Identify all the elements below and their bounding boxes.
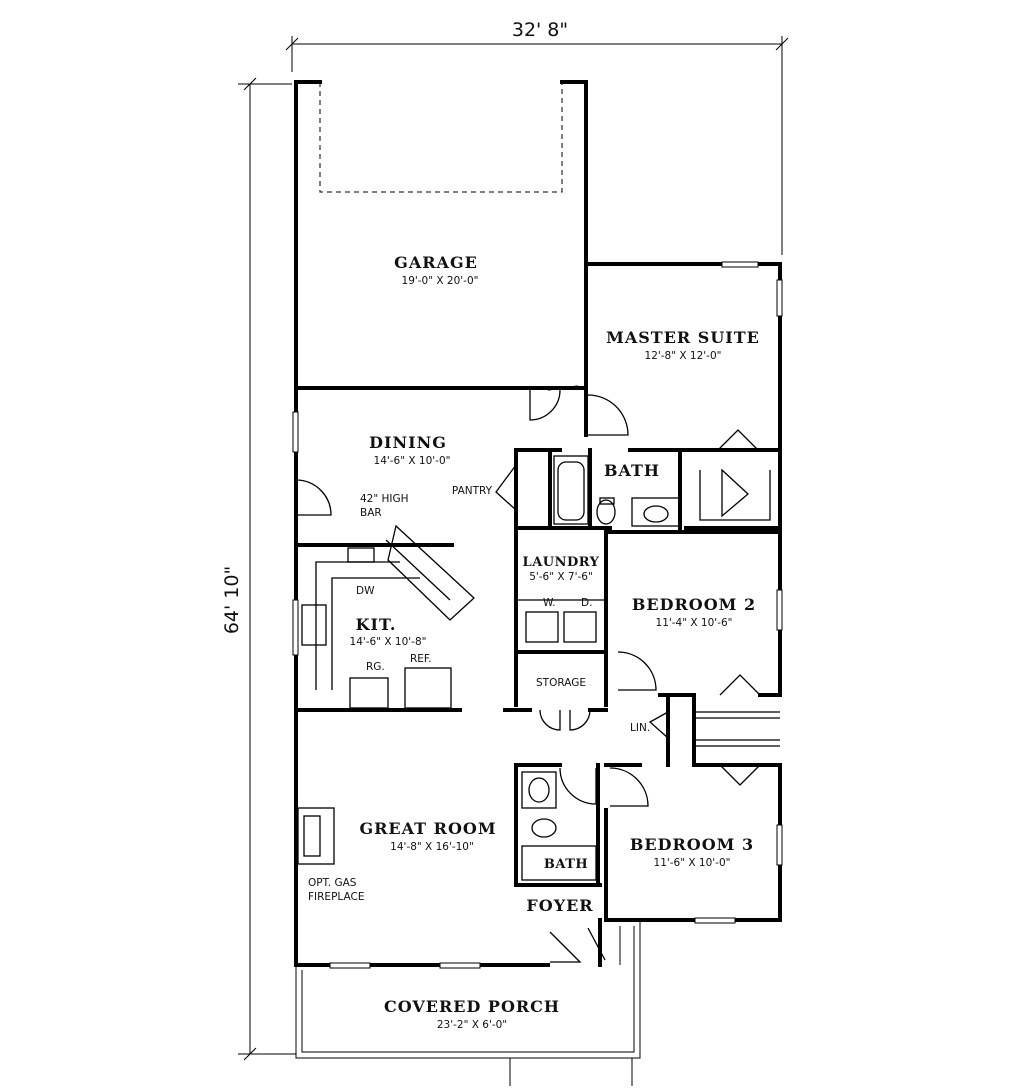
great-room-size: 14'-8" X 16'-10" <box>390 841 474 853</box>
dryer-icon <box>563 611 597 643</box>
bath2-fixtures <box>521 771 597 881</box>
washer-label: W. <box>543 597 556 609</box>
range-label: RG. <box>366 661 385 673</box>
dining-label: DINING <box>369 433 447 452</box>
width-dimension-line <box>285 36 789 255</box>
bar-label-line1: 42" HIGH <box>360 493 409 505</box>
toilet-icon <box>596 499 616 525</box>
pantry-label: PANTRY <box>452 485 493 497</box>
kitchen-label: KIT. <box>356 615 397 634</box>
fireplace-icon <box>297 807 335 865</box>
dining-size: 14'-6" X 10'-0" <box>374 455 451 467</box>
overall-depth-label: 64' 10" <box>221 566 243 634</box>
closet-shelves <box>694 711 780 747</box>
kitchen-size: 14'-6" X 10'-8" <box>350 636 427 648</box>
laundry-label: LAUNDRY <box>523 555 600 570</box>
kitchen-sink-icon <box>301 604 327 646</box>
fireplace-label-line1: OPT. GAS <box>308 877 357 889</box>
garage-door <box>319 82 563 193</box>
garage-label: GARAGE <box>394 253 478 272</box>
linen-label: LIN. <box>630 722 650 734</box>
great-room-label: GREAT ROOM <box>359 819 496 838</box>
refrigerator-icon <box>404 667 452 709</box>
fireplace-label-line2: FIREPLACE <box>308 891 364 903</box>
foyer-label: FOYER <box>526 896 593 915</box>
master-bath-label: BATH <box>604 461 660 480</box>
bedroom2-label: BEDROOM 2 <box>632 595 756 614</box>
master-bath-fixtures <box>553 455 681 527</box>
master-suite-size: 12'-8" X 12'-0" <box>645 350 722 362</box>
doors <box>295 385 771 963</box>
sink-icon <box>643 505 669 523</box>
laundry-fixtures <box>516 599 606 643</box>
kitchen-fixtures <box>301 524 475 709</box>
overall-width-label: 32' 8" <box>512 19 568 41</box>
garage-size: 19'-0" X 20'-0" <box>402 275 479 287</box>
dryer-label: D. <box>581 597 592 609</box>
bedroom3-label: BEDROOM 3 <box>630 835 754 854</box>
dishwasher-label: DW <box>356 585 375 597</box>
laundry-size: 5'-6" X 7'-6" <box>529 571 593 583</box>
toilet-icon <box>531 818 557 838</box>
bedroom2-size: 11'-4" X 10'-6" <box>656 617 733 629</box>
covered-porch-size: 23'-2" X 6'-0" <box>437 1019 507 1031</box>
refrigerator-label: REF. <box>410 653 432 665</box>
bedroom3-size: 11'-6" X 10'-0" <box>654 857 731 869</box>
master-suite-label: MASTER SUITE <box>606 328 760 347</box>
washer-icon <box>525 611 559 643</box>
windows <box>292 261 783 969</box>
covered-porch-label: COVERED PORCH <box>384 997 560 1016</box>
sink-icon <box>528 777 550 803</box>
bath2-label: BATH <box>544 857 588 872</box>
depth-dimension-line <box>238 77 296 1061</box>
storage-label: STORAGE <box>536 677 586 689</box>
bar-label-line2: BAR <box>360 507 382 519</box>
covered-porch-outline <box>295 920 641 1086</box>
walls <box>294 80 782 967</box>
range-icon <box>349 677 389 709</box>
